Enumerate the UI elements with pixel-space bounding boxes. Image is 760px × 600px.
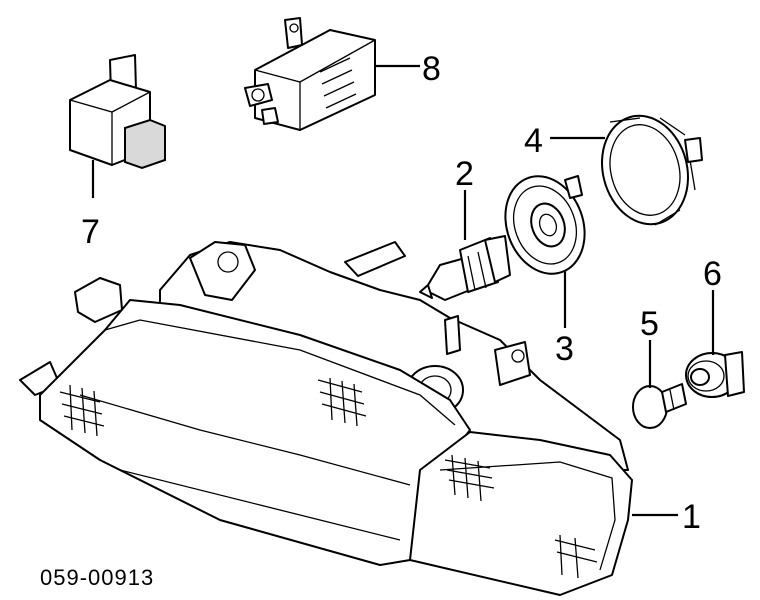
callout-8: 8 — [422, 50, 441, 88]
headlamp-assembly-part — [19, 241, 633, 596]
callout-2: 2 — [455, 155, 474, 193]
dust-cap-part — [601, 114, 703, 226]
control-module-part — [244, 17, 376, 131]
relay-part — [69, 54, 166, 170]
callout-4: 4 — [524, 122, 543, 160]
marker-socket-part — [685, 351, 745, 398]
callout-5: 5 — [640, 305, 659, 343]
leader-lines — [91, 64, 715, 517]
callout-1: 1 — [682, 498, 701, 536]
socket-cover-part — [504, 175, 586, 275]
callout-7: 7 — [81, 213, 100, 251]
callout-3: 3 — [555, 330, 574, 368]
callout-6: 6 — [703, 255, 722, 293]
headlight-bulb-part — [419, 235, 511, 301]
diagram-code: 059-00913 — [40, 565, 154, 590]
wedge-bulb-part — [632, 383, 687, 429]
